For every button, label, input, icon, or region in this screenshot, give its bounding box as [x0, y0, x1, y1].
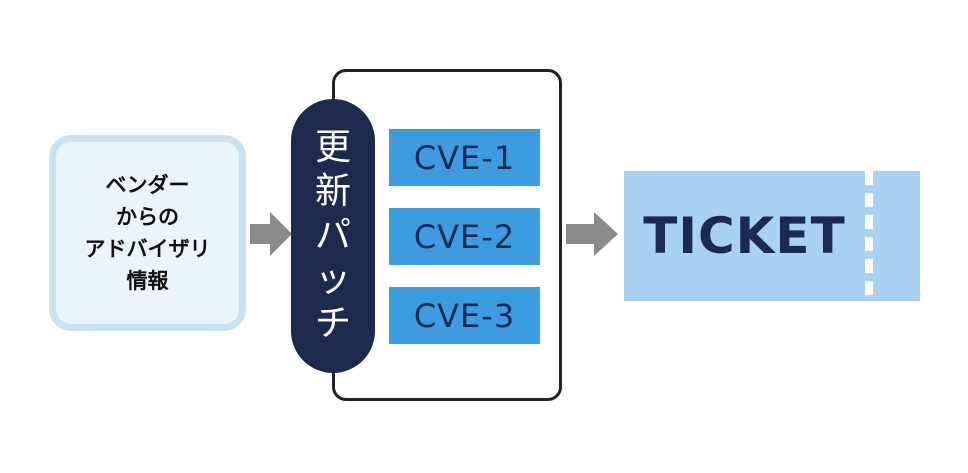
ticket: TICKET	[624, 171, 920, 301]
patch-label-char: チ	[314, 303, 351, 344]
advisory-line: からの	[116, 205, 179, 229]
arrow-right-icon	[566, 212, 618, 256]
ticket-perforation	[865, 171, 873, 301]
patch-label-char: 更	[314, 127, 351, 168]
advisory-line: 情報	[126, 269, 169, 293]
advisory-line: アドバイザリ	[84, 237, 211, 261]
update-patch-label: 更 新 パ ッ チ	[291, 99, 375, 373]
cve-item: CVE-2	[389, 208, 540, 265]
patch-label-char: ッ	[314, 259, 351, 300]
cve-item: CVE-1	[389, 129, 540, 186]
patch-label-char: 新	[314, 171, 351, 212]
vendor-advisory-box: ベンダー からの アドバイザリ 情報	[49, 135, 246, 331]
cve-item: CVE-3	[389, 287, 540, 344]
ticket-label: TICKET	[643, 207, 846, 265]
advisory-line: ベンダー	[105, 173, 190, 197]
arrow-right-icon	[250, 212, 292, 256]
patch-label-char: パ	[314, 215, 351, 256]
